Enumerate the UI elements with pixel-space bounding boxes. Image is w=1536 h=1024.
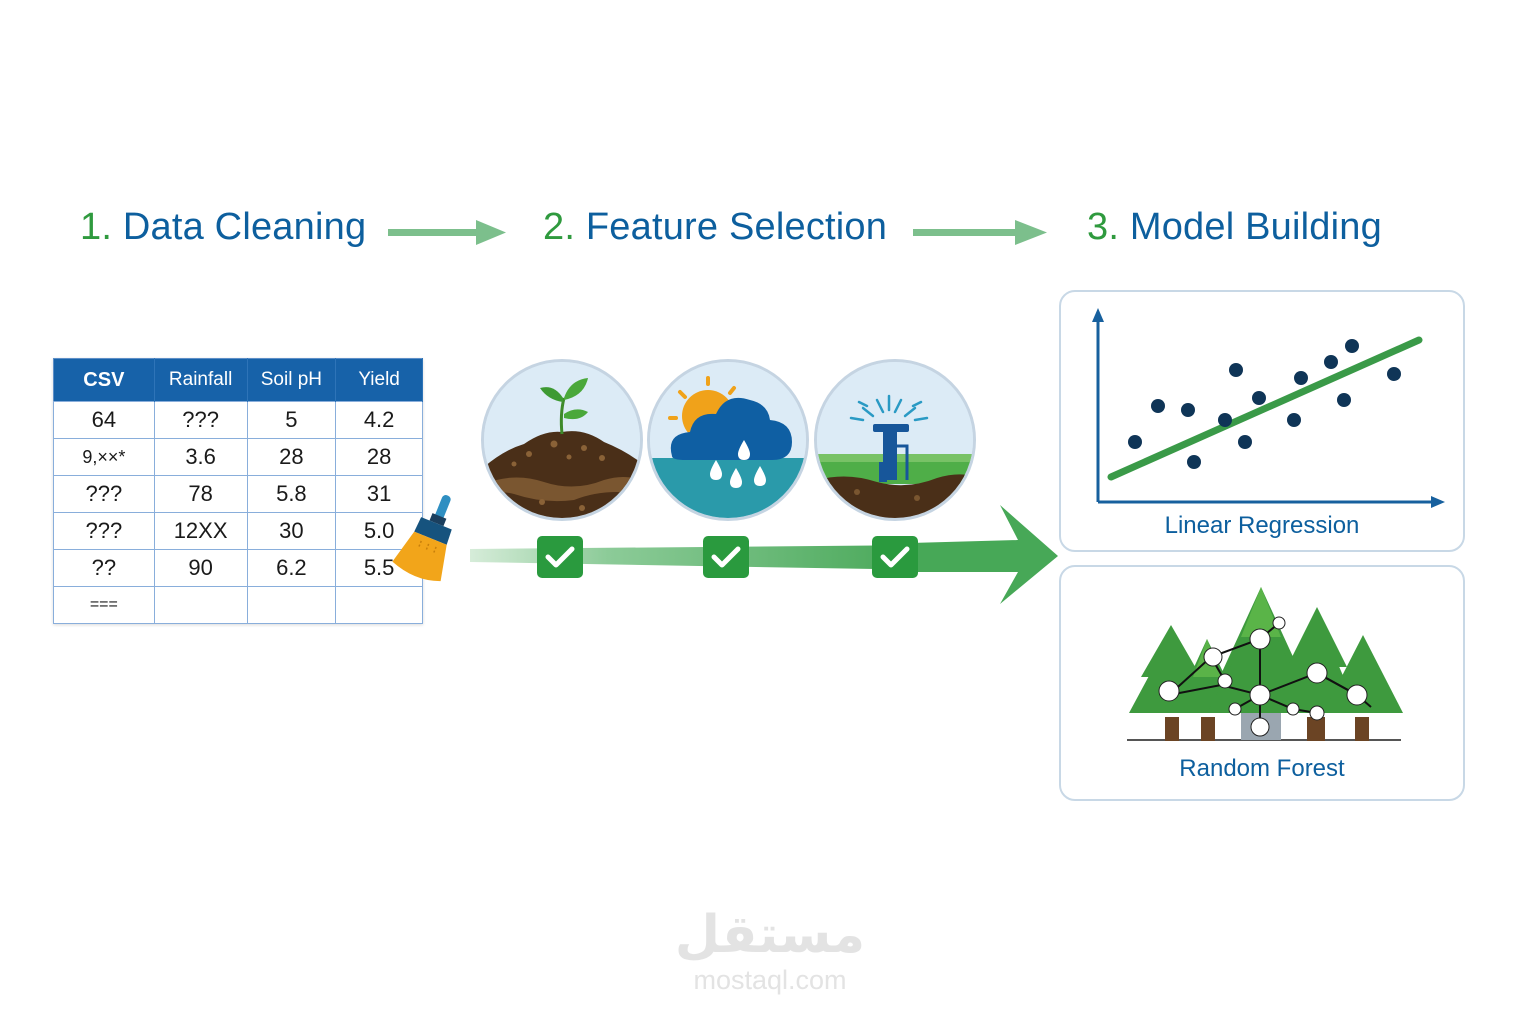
- step-number: 1.: [80, 206, 113, 248]
- table-row: ??? 12XX 30 5.0: [53, 512, 423, 550]
- table-cell: 90: [153, 549, 248, 587]
- checkmark-icon: [537, 536, 583, 578]
- table-cell: 5: [246, 401, 337, 439]
- sprinkler-irrigation-icon: [817, 362, 973, 518]
- step-label: Data Cleaning: [122, 206, 367, 248]
- step-3-title: 3. Model Building: [1087, 206, 1382, 249]
- sun-rain-cloud-icon: [650, 362, 806, 518]
- step-number: 2.: [543, 206, 576, 248]
- table-row: 64 ??? 5 4.2: [53, 401, 423, 439]
- flow-arrow-icon: [388, 220, 506, 245]
- table-cell: 31: [335, 475, 423, 513]
- table-header-row: CSV Rainfall Soil pH Yield: [53, 358, 423, 402]
- soil-feature-icon: [481, 359, 643, 521]
- table-cell: 12XX: [153, 512, 248, 550]
- table-cell: 28: [246, 438, 337, 476]
- soil-sprout-icon: [484, 362, 640, 518]
- table-cell: ===: [53, 586, 155, 624]
- forest-trees-icon: [1127, 587, 1403, 741]
- step-label: Feature Selection: [585, 206, 888, 248]
- irrigation-feature-icon: [814, 359, 976, 521]
- table-cell: ???: [53, 512, 155, 550]
- table-row: ??? 78 5.8 31: [53, 475, 423, 513]
- table-cell: 6.2: [246, 549, 337, 587]
- column-header: Soil pH: [247, 358, 337, 402]
- table-cell: 5.8: [246, 475, 337, 513]
- table-cell: [153, 586, 248, 624]
- watermark: مستقل mostaql.com: [660, 905, 880, 995]
- step-number: 3.: [1087, 206, 1120, 248]
- model-label: Random Forest: [1179, 755, 1345, 782]
- step-2-title: 2. Feature Selection: [543, 206, 887, 249]
- selection-flow-arrow-icon: [470, 505, 1058, 604]
- table-row: 9,××* 3.6 28 28: [53, 438, 423, 476]
- table-cell: 9,××*: [53, 438, 155, 476]
- table-cell: 28: [335, 438, 423, 476]
- step-label: Model Building: [1129, 206, 1382, 248]
- csv-data-table: CSV Rainfall Soil pH Yield 64 ??? 5 4.2 …: [53, 358, 423, 624]
- table-cell: 3.6: [153, 438, 248, 476]
- linear-regression-card: Linear Regression: [1059, 290, 1465, 552]
- table-cell: 30: [246, 512, 337, 550]
- weather-feature-icon: [647, 359, 809, 521]
- watermark-latin: mostaql.com: [693, 965, 847, 995]
- flow-arrow-icon: [913, 220, 1047, 245]
- table-row: ?? 90 6.2 5.5: [53, 549, 423, 587]
- table-cell: ???: [153, 401, 248, 439]
- table-cell: 4.2: [335, 401, 423, 439]
- checkmark-icon: [703, 536, 749, 578]
- table-cell: 64: [53, 401, 155, 439]
- checkmark-icon: [872, 536, 918, 578]
- random-forest-card: Random Forest: [1059, 565, 1465, 801]
- column-header: Rainfall: [154, 358, 248, 402]
- table-cell: [335, 586, 423, 624]
- watermark-arabic: مستقل: [674, 905, 866, 965]
- model-label: Linear Regression: [1164, 512, 1360, 539]
- brush-icon: [392, 495, 452, 582]
- table-cell: ??: [53, 549, 155, 587]
- scatter-regression-icon: [1092, 308, 1445, 508]
- table-row: ===: [53, 586, 423, 624]
- column-header: CSV: [53, 358, 155, 402]
- column-header: Yield: [335, 358, 423, 402]
- step-1-title: 1. Data Cleaning: [80, 206, 366, 249]
- table-cell: 78: [153, 475, 248, 513]
- table-cell: [246, 586, 337, 624]
- table-cell: ???: [53, 475, 155, 513]
